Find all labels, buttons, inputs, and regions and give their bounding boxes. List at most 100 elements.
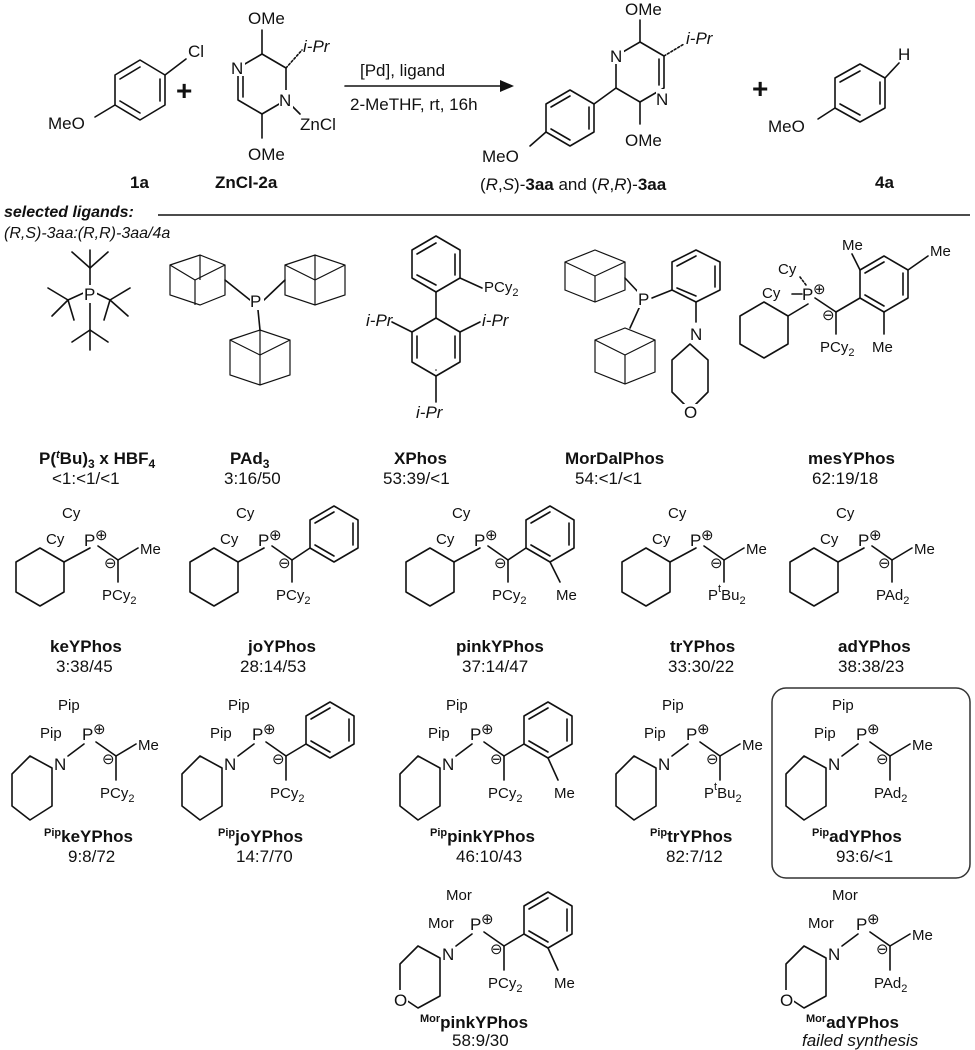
o-atom: O	[780, 991, 793, 1010]
adamantyl-bottom-icon	[229, 329, 291, 386]
ligand-name-pad3: PAd3	[230, 449, 270, 471]
cy-left: Cy	[762, 285, 781, 302]
me-label: Me	[912, 927, 933, 944]
adamantyl-top-icon	[564, 249, 626, 303]
ligand-result-adyphos: 38:38/23	[838, 657, 904, 676]
ligand-pinkyphos: Cy Cy P ⊕ ⊖ Me PCy2	[405, 505, 577, 607]
plus-charge: ⊕	[95, 527, 108, 544]
h-label: H	[898, 45, 910, 64]
me-label: Me	[912, 737, 933, 754]
plus-sign-2: +	[752, 73, 768, 104]
me-top: Me	[842, 237, 863, 254]
pip-left: Pip	[428, 725, 450, 742]
ligand-result-mesyphos: 62:19/18	[812, 469, 878, 488]
cy-left: Cy	[652, 531, 671, 548]
n-label-2: N	[279, 91, 291, 110]
ligand-result-pad3: 3:16/50	[224, 469, 281, 488]
n-atom: N	[828, 755, 840, 774]
p-atom: P	[84, 531, 95, 550]
minus-charge: ⊖	[706, 751, 719, 768]
compound-4a-label: 4a	[875, 173, 894, 192]
product-ome-bottom: OMe	[625, 131, 662, 150]
me-label: Me	[554, 975, 575, 992]
me-bottom: Me	[872, 339, 893, 356]
pcy2-label: PCy2	[102, 587, 136, 607]
zncl-label: ZnCl	[300, 115, 336, 134]
ligand-name-moradyphos: MoradYPhos	[806, 1013, 899, 1032]
plus-charge: ⊕	[867, 721, 880, 738]
n-label-1: N	[231, 59, 243, 78]
mor-left: Mor	[808, 915, 834, 932]
pcy2-label: PCy2	[100, 785, 134, 805]
p-atom: P	[84, 285, 95, 304]
ligand-name-pipadyphos: PipadYPhos	[812, 827, 902, 846]
plus-charge: ⊕	[485, 527, 498, 544]
ligand-name-tryphos: trYPhos	[670, 637, 735, 656]
ligand-name-pinkyphos: pinkYPhos	[456, 637, 544, 656]
pip-top: Pip	[446, 697, 468, 714]
ligand-name-piptryphos: PiptrYPhos	[650, 827, 732, 846]
ligand-name-joyphos: joYPhos	[247, 637, 316, 656]
minus-charge: ⊖	[494, 555, 507, 572]
n-atom: N	[224, 755, 236, 774]
minus-charge: ⊖	[102, 751, 115, 768]
ligand-name-morpinkyphos: MorpinkYPhos	[420, 1013, 528, 1032]
plus-charge: ⊕	[269, 527, 282, 544]
cy-top: Cy	[62, 505, 81, 522]
ipr-right: i-Pr	[482, 311, 510, 330]
ome-top-label: OMe	[248, 9, 285, 28]
ligand-name-keyphos: keYPhos	[50, 637, 122, 656]
p-atom: P	[856, 915, 867, 934]
pcy2-label: PCy2	[270, 785, 304, 805]
ligand-tryphos: Cy Cy P ⊕ ⊖ Me PtBu2	[621, 505, 767, 607]
plus-charge: ⊕	[481, 911, 494, 928]
pcy2-label: PCy2	[276, 587, 310, 607]
pip-top: Pip	[228, 697, 250, 714]
compound-1a-label: 1a	[130, 173, 149, 192]
pcy2-label: PCy2	[820, 339, 854, 359]
ligand-name-adyphos: adYPhos	[838, 637, 911, 656]
pcy2-label: PCy2	[484, 279, 518, 299]
ligand-pipjoyphos: Pip Pip P ⊕ N ⊖ PCy2	[181, 697, 355, 821]
p-atom: P	[686, 725, 697, 744]
ligand-result-pipkeyphos: 9:8/72	[68, 847, 115, 866]
minus-charge: ⊖	[490, 941, 503, 958]
ligand-result-keyphos: 3:38/45	[56, 657, 113, 676]
ligand-name-pipjoyphos: PipjoYPhos	[218, 827, 303, 846]
pip-left: Pip	[814, 725, 836, 742]
ligand-name-mordalphos: MorDalPhos	[565, 449, 664, 468]
o-atom: O	[394, 991, 407, 1010]
n-atom: N	[54, 755, 66, 774]
p-atom: P	[258, 531, 269, 550]
pip-left: Pip	[644, 725, 666, 742]
p-atom: P	[470, 915, 481, 934]
ipr-left: i-Pr	[366, 311, 394, 330]
ligand-adyphos: Cy Cy P ⊕ ⊖ Me PAd2	[789, 505, 935, 607]
plus-charge: ⊕	[869, 527, 882, 544]
minus-charge: ⊖	[272, 751, 285, 768]
pcy2-label: PCy2	[488, 785, 522, 805]
ligand-result-pippinkyphos: 46:10/43	[456, 847, 522, 866]
me-right: Me	[930, 243, 951, 260]
ligand-name-pipkeyphos: PipkeYPhos	[44, 827, 133, 846]
mor-top: Mor	[446, 887, 472, 904]
pip-left: Pip	[40, 725, 62, 742]
cy-left: Cy	[46, 531, 65, 548]
cy-top: Cy	[668, 505, 687, 522]
minus-charge: ⊖	[490, 751, 503, 768]
conditions-line-2: 2-MeTHF, rt, 16h	[350, 95, 478, 114]
pad2-label: PAd2	[874, 785, 907, 805]
cy-left: Cy	[436, 531, 455, 548]
pcy2-label: PCy2	[492, 587, 526, 607]
ligand-pipkeyphos: Pip Pip P ⊕ N ⊖ Me PCy2	[11, 697, 159, 821]
meo-label: MeO	[48, 114, 85, 133]
reaction-arrow: [Pd], ligand 2-MeTHF, rt, 16h	[344, 61, 514, 114]
cy-top: Cy	[778, 261, 797, 278]
byproduct-4a: H MeO 4a	[768, 45, 910, 192]
plus-charge: ⊕	[697, 721, 710, 738]
ligand-pad3: P	[169, 254, 346, 386]
minus-charge: ⊖	[278, 555, 291, 572]
compound-zncl-2a-label: ZnCl-2a	[215, 173, 278, 192]
me-label: Me	[914, 541, 935, 558]
